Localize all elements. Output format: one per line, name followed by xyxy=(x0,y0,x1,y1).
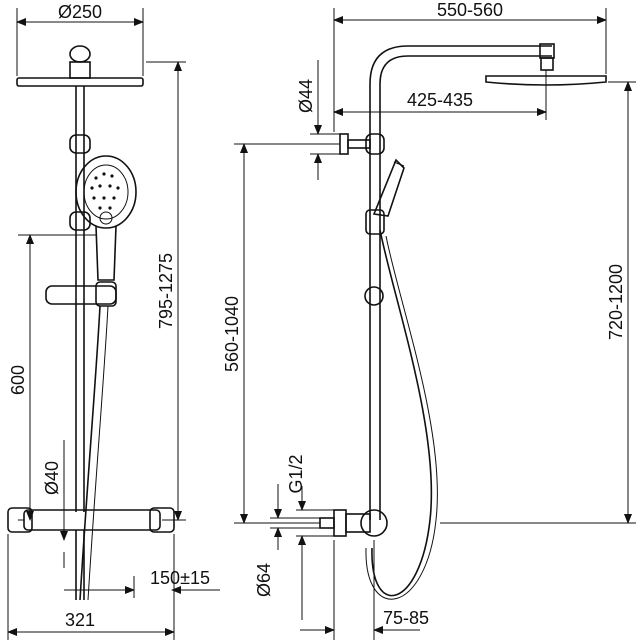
riser-and-arm-right xyxy=(369,43,607,520)
label-projection: 75-85 xyxy=(383,608,429,628)
dim-bracket-to-head: 425-435 xyxy=(333,70,547,120)
dim-bracket-height: 560-1040 xyxy=(222,143,340,524)
hand-shower-right xyxy=(365,158,405,235)
label-escutcheon-diameter: Ø64 xyxy=(254,563,274,597)
dim-riser-height: 795-1275 xyxy=(146,61,186,521)
thermostat-right xyxy=(319,509,388,537)
label-riser-height: 795-1275 xyxy=(156,253,176,329)
dim-holder-height: 600 xyxy=(8,234,96,521)
riser-pipe-left xyxy=(69,86,91,512)
wall-bracket-right xyxy=(339,133,385,155)
dim-wall-distance: 150±15 xyxy=(64,568,220,598)
dim-escutcheon-diameter: Ø64 xyxy=(254,486,334,620)
dim-valve-diameter: Ø40 xyxy=(42,440,68,568)
label-bracket-to-head: 425-435 xyxy=(407,90,473,110)
label-bracket-height: 560-1040 xyxy=(222,296,242,372)
label-wall-distance: 150±15 xyxy=(150,568,210,588)
overhead-shower-left xyxy=(16,45,144,87)
label-arm-length: 550-560 xyxy=(437,0,503,20)
right-side-view: 550-560 Ø44 425-435 560-1040 720 xyxy=(222,0,636,640)
dim-overall-width: 321 xyxy=(7,534,175,640)
hose-left xyxy=(79,305,101,601)
label-shower-head-diameter: Ø250 xyxy=(58,2,102,22)
hose-right xyxy=(371,229,433,597)
dim-shower-head-diameter: Ø250 xyxy=(16,2,144,76)
overhead-shower-right xyxy=(485,75,607,86)
left-front-view: Ø250 795-1275 600 Ø40 150±15 xyxy=(7,2,220,640)
dim-connection-thread: G1/2 xyxy=(270,454,320,550)
label-connection-thread: G1/2 xyxy=(286,454,306,493)
label-bracket-diameter: Ø44 xyxy=(296,79,316,113)
slider-holder-left xyxy=(45,281,117,307)
hand-shower-left xyxy=(75,155,137,281)
knob-right xyxy=(364,286,384,306)
label-holder-height: 600 xyxy=(8,365,28,395)
dim-bracket-diameter: Ø44 xyxy=(296,60,340,180)
dim-head-height: 720-1200 xyxy=(440,81,636,524)
label-valve-diameter: Ø40 xyxy=(42,461,62,495)
label-head-height: 720-1200 xyxy=(606,264,626,340)
dim-projection: 75-85 xyxy=(300,540,429,640)
label-overall-width: 321 xyxy=(65,610,95,630)
